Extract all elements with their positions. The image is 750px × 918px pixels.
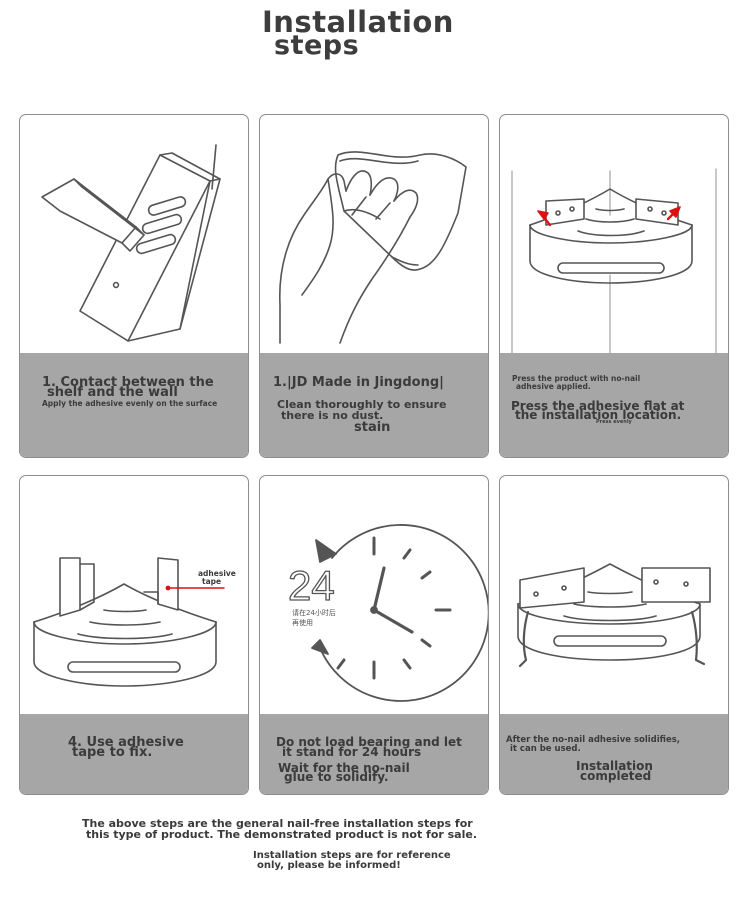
shelf-peel-icon xyxy=(511,168,717,355)
step-4-line-1: 4. Use adhesive xyxy=(68,735,184,750)
step-caption-band: 4. Use adhesive tape to fix. xyxy=(20,714,248,794)
shelf-tape-icon xyxy=(33,557,225,687)
step-caption-band: Press the product with no-nail adhesive … xyxy=(500,353,728,457)
step-4-line-2: tape to fix. xyxy=(72,745,153,760)
step-5-line-3: Wait for the no-nail xyxy=(278,761,410,775)
step-card-6: After the no-nail adhesive solidifies, i… xyxy=(499,475,729,795)
adhesive-tape-callout-1: adhesive xyxy=(198,569,236,578)
step-card-3: Press the product with no-nail adhesive … xyxy=(499,114,729,458)
page-title: Installation steps xyxy=(262,5,454,61)
footer-line-3: Installation steps are for reference xyxy=(253,850,451,861)
step-2-line-1: Clean thoroughly to ensure xyxy=(277,398,447,411)
step-2-line-2: there is no dust. xyxy=(281,409,384,422)
step-6-line-2: it can be used. xyxy=(510,744,581,754)
step-1-line-2: shelf and the wall xyxy=(47,385,178,400)
step-caption-band: After the no-nail adhesive solidifies, i… xyxy=(500,714,728,794)
step-5-line-2: it stand for 24 hours xyxy=(282,745,422,759)
shelf-hooks-icon xyxy=(517,563,711,668)
bracket-wall-icon xyxy=(41,144,221,342)
step-caption-band: 1. Contact between the shelf and the wal… xyxy=(20,353,248,457)
step-5-line-4: glue to solidify. xyxy=(284,770,389,784)
step-2-line-3: stain xyxy=(354,420,391,435)
step-3-note-3: Press evenly xyxy=(596,419,632,425)
step-1-line-1: 1. Contact between the xyxy=(42,375,214,390)
step-6-line-1: After the no-nail adhesive solidifies, xyxy=(506,735,681,745)
step-card-2: 1.|JD Made in Jingdong| Clean thoroughly… xyxy=(259,114,489,458)
step-2-heading: 1.|JD Made in Jingdong| xyxy=(273,375,444,390)
step-caption-band: Do not load bearing and let it stand for… xyxy=(260,714,488,794)
adhesive-tape-callout-2: tape xyxy=(202,577,222,586)
step-3-line-1: Press the adhesive flat at xyxy=(511,399,685,413)
footer-line-2: this type of product. The demonstrated p… xyxy=(86,828,478,841)
clock-cn-line-1: 请在24小时后 xyxy=(292,608,336,617)
step-card-4: adhesive tape 4. Use adhesive tape to fi… xyxy=(19,475,249,795)
title-line-2: steps xyxy=(274,30,360,61)
step-6-line-3: Installation xyxy=(576,759,653,773)
title-line-1: Installation xyxy=(262,5,454,39)
step-5-line-1: Do not load bearing and let xyxy=(276,735,462,749)
hand-cloth-icon xyxy=(279,151,467,344)
clock-big-number: 24 xyxy=(288,562,335,609)
step-3-line-2: the installation location. xyxy=(515,408,682,422)
clock-cn-line-2: 再使用 xyxy=(292,618,313,627)
step-1-note: Apply the adhesive evenly on the surface xyxy=(42,399,218,408)
clock-24-icon: 24 请在24小时后 再使用 xyxy=(287,524,488,702)
step-caption-band: 1.|JD Made in Jingdong| Clean thoroughly… xyxy=(260,353,488,457)
step-3-note-1: Press the product with no-nail xyxy=(512,374,641,383)
step-3-note-2: adhesive applied. xyxy=(516,382,591,391)
step-card-5: 24 请在24小时后 再使用 Do not load bearing and l… xyxy=(259,475,489,795)
step-card-1: 1. Contact between the shelf and the wal… xyxy=(19,114,249,458)
footer-line-4: only, please be informed! xyxy=(257,860,401,871)
footer-line-1: The above steps are the general nail-fre… xyxy=(82,817,473,830)
step-6-line-4: completed xyxy=(580,769,652,783)
